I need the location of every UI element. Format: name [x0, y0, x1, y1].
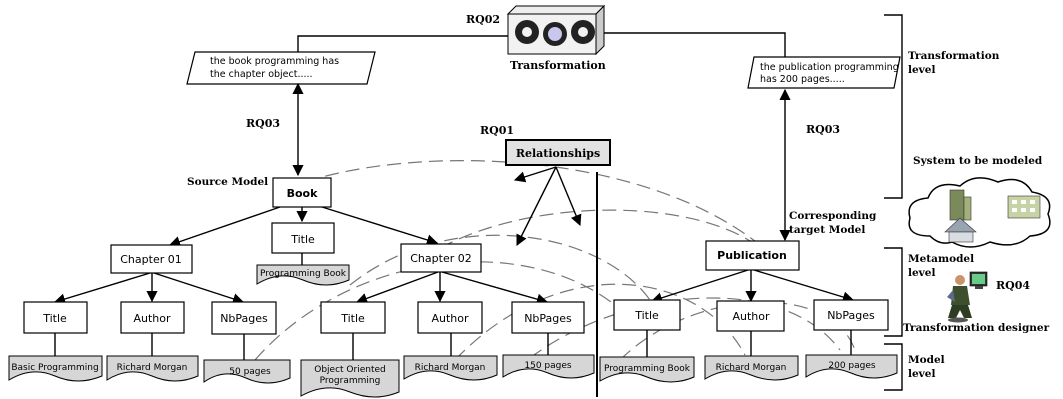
ch1-author-value-label: Richard Morgan: [117, 363, 188, 373]
ch1-title-node: Title: [23, 301, 88, 334]
target-author-value: Richard Morgan: [704, 355, 799, 381]
corresponding-target-line2: target Model: [789, 224, 865, 236]
designer-icon: [947, 271, 988, 323]
ch2-author-value: Richard Morgan: [403, 355, 498, 381]
ch2-title-node: Title: [320, 301, 386, 334]
chapter02-label: Chapter 02: [410, 252, 471, 265]
right-note-line2: has 200 pages.....: [760, 74, 845, 85]
gears-icon: [506, 4, 606, 56]
transformation-designer-label: Transformation designer: [903, 322, 1050, 334]
ch1-nbpages-value-label: 50 pages: [229, 367, 271, 377]
ch2-author-value-label: Richard Morgan: [415, 363, 486, 373]
ch1-title-label: Title: [42, 312, 67, 325]
relationships-box: Relationships: [505, 139, 611, 166]
arc-book-publication: [304, 160, 761, 246]
target-nbpages-label: NbPages: [827, 309, 875, 322]
chapter02-node: Chapter 02: [400, 243, 482, 273]
chapter01-label: Chapter 01: [120, 253, 181, 266]
rel-arrow-2: [516, 166, 557, 247]
arc-nbpages-50: [254, 261, 641, 361]
book-label: Book: [287, 187, 318, 200]
ch1-title-value: Basic Programming: [8, 355, 103, 382]
book-title-node: Title: [271, 222, 335, 254]
target-author-node: Author: [716, 300, 785, 332]
right-note-line1: the publication programming: [760, 62, 899, 73]
arc-title-title: [349, 234, 651, 301]
left-note: the book programming has the chapter obj…: [186, 51, 376, 85]
rq02-label: RQ02: [466, 13, 500, 26]
metamodel-level-line1: Metamodel: [908, 253, 974, 265]
target-title-node: Title: [613, 299, 681, 331]
system-to-be-modeled-label: System to be modeled: [913, 155, 1043, 167]
target-title-value: Programming Book: [599, 356, 695, 383]
target-author-label: Author: [732, 310, 770, 323]
relationships-label: Relationships: [516, 147, 600, 160]
ch2-nbpages-label: NbPages: [524, 312, 572, 325]
ch2-title-value-line1: Object Oriented: [314, 365, 385, 375]
source-edges: [53, 206, 549, 360]
ch2-nbpages-value-label: 150 pages: [524, 361, 572, 371]
rq01-label: RQ01: [480, 124, 514, 137]
ch1-author-label: Author: [133, 312, 171, 325]
book-title-label: Title: [290, 233, 315, 246]
rq03-right-label: RQ03: [806, 123, 840, 136]
rq02-line-left: [297, 35, 508, 52]
ch1-title-value-label: Basic Programming: [11, 363, 98, 373]
rq04-label: RQ04: [996, 279, 1030, 292]
target-title-label: Title: [634, 309, 659, 322]
chapter01-node: Chapter 01: [110, 244, 193, 274]
left-note-line2: the chapter object.....: [210, 69, 313, 80]
ch2-nbpages-value: 150 pages: [502, 354, 595, 379]
book-title-value: Programming Book: [256, 264, 350, 286]
rel-arrow-3: [555, 166, 582, 227]
target-nbpages-value-label: 200 pages: [828, 361, 876, 371]
book-node: Book: [272, 177, 332, 208]
ch2-author-label: Author: [431, 312, 469, 325]
source-model-label: Source Model: [187, 176, 268, 188]
target-author-value-label: Richard Morgan: [716, 363, 787, 373]
rq03-left-label: RQ03: [246, 117, 280, 130]
ch2-title-value-line2: Programming: [320, 376, 381, 386]
target-title-value-label: Programming Book: [604, 364, 691, 374]
publication-label: Publication: [717, 249, 787, 262]
level-brackets: [884, 14, 903, 391]
arc-chapter-publication: [439, 209, 761, 249]
corresponding-target-line1: Corresponding: [789, 210, 877, 222]
left-note-line1: the book programming has: [210, 56, 339, 67]
ch1-author-node: Author: [120, 301, 185, 334]
target-edges: [646, 269, 855, 357]
transformation-level-line2: level: [908, 64, 935, 76]
arc-author-author: [454, 283, 746, 361]
ch2-title-label: Title: [340, 312, 365, 325]
ch1-nbpages-value: 50 pages: [203, 359, 291, 384]
right-note: the publication programming has 200 page…: [747, 56, 901, 89]
target-nbpages-value: 200 pages: [805, 354, 898, 379]
model-level-line2: level: [908, 368, 935, 380]
ch2-nbpages-node: NbPages: [511, 301, 585, 334]
ch1-author-value: Richard Morgan: [106, 355, 199, 382]
rel-arrow-1: [513, 166, 557, 183]
model-level-line1: Model: [908, 354, 945, 366]
book-title-value-label: Programming Book: [260, 269, 347, 279]
target-nbpages-node: NbPages: [813, 299, 889, 331]
metamodel-level-line2: level: [908, 267, 935, 279]
ch1-nbpages-node: NbPages: [211, 301, 277, 335]
cloud-icon: [908, 177, 1051, 248]
ch2-title-value: Object Oriented Programming: [300, 359, 400, 398]
ch1-nbpages-label: NbPages: [220, 312, 268, 325]
transformation-level-line1: Transformation: [908, 50, 1000, 62]
transformation-label: Transformation: [510, 59, 606, 72]
publication-node: Publication: [705, 240, 800, 271]
rq02-line-right: [600, 32, 786, 57]
ch2-author-node: Author: [417, 301, 483, 334]
